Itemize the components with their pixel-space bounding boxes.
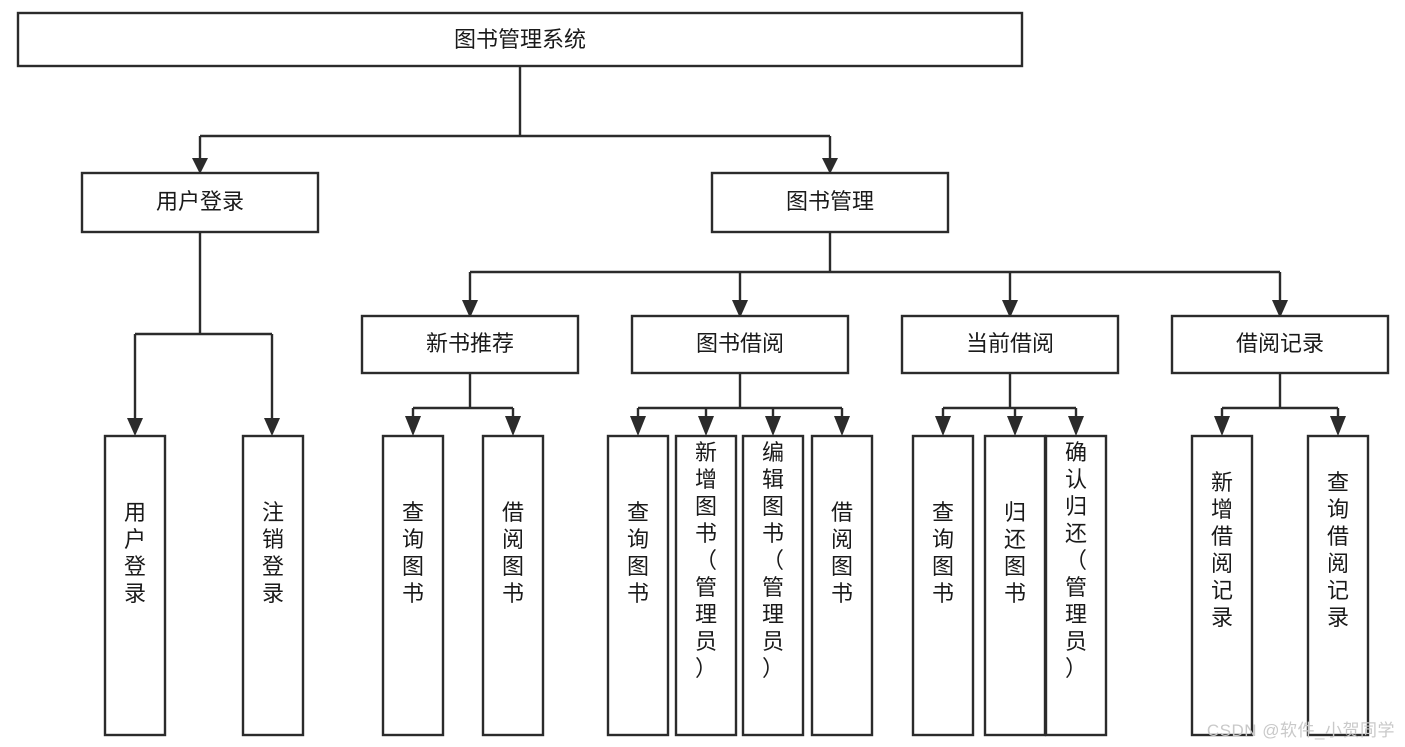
arrow-head-current-to-leaf-10 (1007, 416, 1023, 436)
node-login-label: 用户登录 (156, 189, 244, 214)
node-leaf-3[interactable]: 查询图书 (381, 434, 445, 737)
node-leaf-11[interactable]: 确认归还（管理员） (1044, 434, 1108, 737)
node-leaf-11-label: 确认归还（管理员） (1065, 440, 1087, 681)
node-leaf-9[interactable]: 查询图书 (911, 434, 975, 737)
node-current[interactable]: 当前借阅 (900, 314, 1120, 375)
node-root[interactable]: 图书管理系统 (16, 11, 1024, 68)
node-leaf-4-box[interactable] (481, 434, 545, 737)
node-newbook-label: 新书推荐 (426, 331, 514, 356)
arrow-head-borrow-to-leaf-6 (698, 416, 714, 436)
edge-group-bookmgmt-to-level3 (462, 232, 1288, 318)
arrow-head-borrow-to-leaf-5 (630, 416, 646, 436)
arrow-head-bookmgmt-to-newbook (462, 300, 478, 318)
edge-group-borrow-to-leaves (630, 373, 850, 436)
node-leaf-7[interactable]: 编辑图书（管理员） (741, 434, 805, 737)
node-leaf-1-box[interactable] (103, 434, 167, 737)
node-leaf-6[interactable]: 新增图书（管理员） (674, 434, 738, 737)
node-leaf-13-label: 查询借阅记录 (1327, 470, 1349, 630)
node-current-label: 当前借阅 (966, 331, 1054, 356)
arrow-head-root-to-login (192, 158, 208, 174)
node-leaf-5[interactable]: 查询图书 (606, 434, 670, 737)
arrow-head-bookmgmt-to-current (1002, 300, 1018, 318)
node-leaf-7-label: 编辑图书（管理员） (762, 440, 784, 681)
node-leaf-1[interactable]: 用户登录 (103, 434, 167, 737)
arrow-head-current-to-leaf-9 (935, 416, 951, 436)
node-bookmgmt-box[interactable] (710, 171, 950, 234)
node-leaf-6-box[interactable] (674, 434, 738, 737)
edge-group-login-to-leaves (127, 232, 280, 436)
node-leaf-11-box[interactable] (1044, 434, 1108, 737)
edge-group-records-to-leaves (1214, 373, 1346, 436)
arrow-head-root-to-bookmgmt (822, 158, 838, 174)
arrow-head-records-to-leaf-12 (1214, 416, 1230, 436)
node-leaf-3-box[interactable] (381, 434, 445, 737)
node-newbook-box[interactable] (360, 314, 580, 375)
node-leaf-12[interactable]: 新增借阅记录 (1190, 434, 1254, 737)
node-leaf-13[interactable]: 查询借阅记录 (1306, 434, 1370, 737)
node-leaf-3-label: 查询图书 (402, 500, 424, 606)
node-leaf-7-box[interactable] (741, 434, 805, 737)
node-leaf-1-label: 用户登录 (124, 500, 146, 606)
node-borrow[interactable]: 图书借阅 (630, 314, 850, 375)
node-bookmgmt[interactable]: 图书管理 (710, 171, 950, 234)
edge-group-root-to-level2 (192, 66, 838, 174)
node-records-label: 借阅记录 (1236, 331, 1324, 356)
node-leaf-10-label: 归还图书 (1004, 500, 1026, 606)
edge-group-current-to-leaves (935, 373, 1084, 436)
node-leaf-2-box[interactable] (241, 434, 305, 737)
node-leaf-8-label: 借阅图书 (831, 500, 853, 606)
node-leaf-9-box[interactable] (911, 434, 975, 737)
node-root-box[interactable] (16, 11, 1024, 68)
arrow-head-newbook-to-leaf-3 (405, 416, 421, 436)
node-leaf-12-label: 新增借阅记录 (1211, 470, 1233, 630)
node-leaf-8[interactable]: 借阅图书 (810, 434, 874, 737)
arrow-head-records-to-leaf-13 (1330, 416, 1346, 436)
csdn-watermark: CSDN @软件_小贺同学 (1206, 721, 1395, 740)
arrow-head-bookmgmt-to-records (1272, 300, 1288, 318)
node-leaf-10[interactable]: 归还图书 (983, 434, 1047, 737)
arrow-head-bookmgmt-to-borrow (732, 300, 748, 318)
arrow-head-login-to-leaf-2 (264, 418, 280, 436)
node-leaf-2-label: 注销登录 (262, 500, 284, 606)
node-leaf-5-box[interactable] (606, 434, 670, 737)
node-leaf-9-label: 查询图书 (932, 500, 954, 606)
node-leaf-13-box[interactable] (1306, 434, 1370, 737)
node-leaf-2[interactable]: 注销登录 (241, 434, 305, 737)
node-borrow-box[interactable] (630, 314, 850, 375)
node-bookmgmt-label: 图书管理 (786, 189, 874, 214)
node-leaf-4-label: 借阅图书 (502, 500, 524, 606)
arrow-head-newbook-to-leaf-4 (505, 416, 521, 436)
node-borrow-label: 图书借阅 (696, 331, 784, 356)
edge-group-newbook-to-leaves (405, 373, 521, 436)
node-leaf-5-label: 查询图书 (627, 500, 649, 606)
node-leaf-6-label: 新增图书（管理员） (695, 440, 717, 681)
arrow-head-borrow-to-leaf-7 (765, 416, 781, 436)
node-login-box[interactable] (80, 171, 320, 234)
node-records-box[interactable] (1170, 314, 1390, 375)
node-newbook[interactable]: 新书推荐 (360, 314, 580, 375)
arrow-head-current-to-leaf-11 (1068, 416, 1084, 436)
node-records[interactable]: 借阅记录 (1170, 314, 1390, 375)
node-leaf-12-box[interactable] (1190, 434, 1254, 737)
node-root-label: 图书管理系统 (454, 27, 586, 52)
arrow-head-login-to-leaf-1 (127, 418, 143, 436)
node-leaf-8-box[interactable] (810, 434, 874, 737)
node-login[interactable]: 用户登录 (80, 171, 320, 234)
node-current-box[interactable] (900, 314, 1120, 375)
node-leaf-4[interactable]: 借阅图书 (481, 434, 545, 737)
arrow-head-borrow-to-leaf-8 (834, 416, 850, 436)
